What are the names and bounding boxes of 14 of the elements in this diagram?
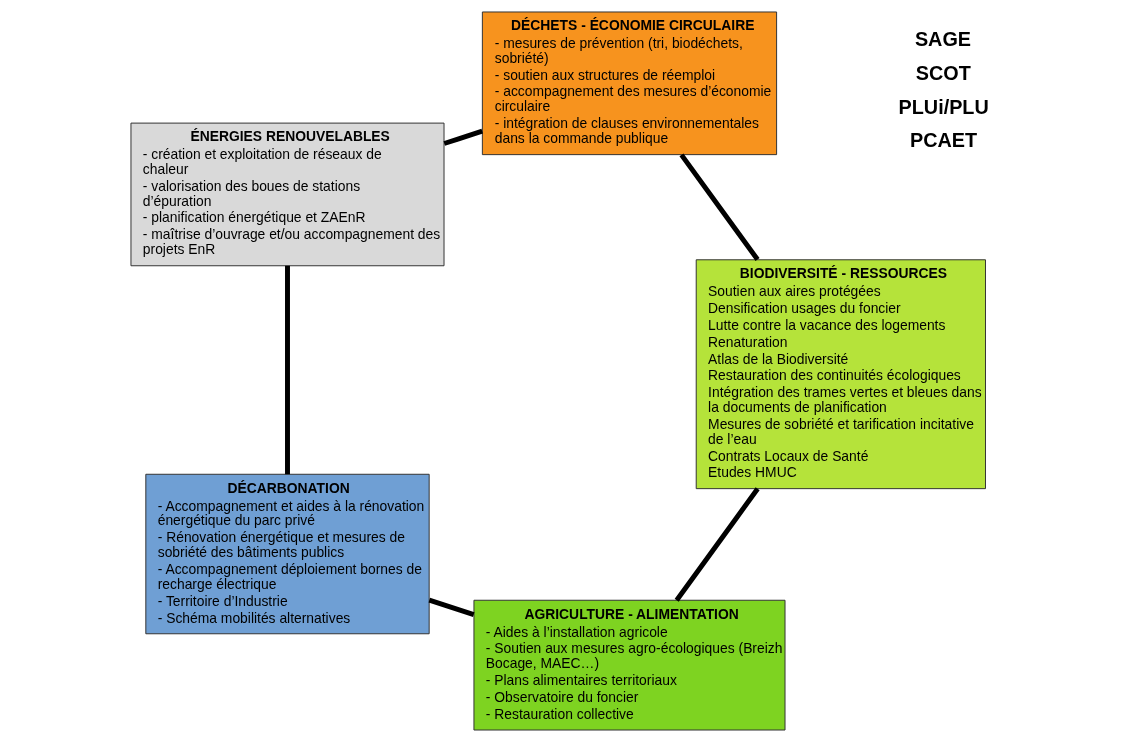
label: SCOT	[915, 61, 971, 84]
label: PCAET	[909, 129, 978, 152]
node-box: DÉCHETS - ÉCONOMIE CIRCULAIRE - mesures de prévention (tri, biodéchets, sobriété) - soutien aux structures de réemploi - accompagnement des mesures d’économie circulaire - intégration de clauses environnementales dans la commande publique	[481, 11, 778, 156]
connector	[679, 153, 760, 262]
label: SAGE	[914, 28, 971, 51]
node-box: DÉCARBONATION - Accompagnement et aides à la rénovation énergétique du parc privé - Rénovation énergétique et mesures de sobriété des bâtiments publics - Accompagnement déploiement bornes de recharge électrique - Territoire d’Industrie - Schéma mobilités alternatives	[145, 473, 430, 635]
node-box: ÉNERGIES RENOUVELABLES - création et exploitation de réseaux de chaleur - valorisation des boues de stations d’épuration - planification énergétique et ZAEnR - maîtrise d’ouvrage et/ou accompagnement des projets EnR	[130, 122, 445, 267]
connector	[443, 128, 483, 146]
connector	[285, 265, 290, 475]
connector	[428, 597, 475, 617]
node-box: AGRICULTURE - ALIMENTATION - Aides à l’installation agricole - Soutien aux mesures agro-écologiques (Breizh Bocage, MAEC…) - Plans alimentaires territoriaux - Observatoire du foncier - Restauration collective	[473, 599, 786, 731]
node-box: BIODIVERSITÉ - RESSOURCES Soutien aux aires protégées Densification usages du foncier Lutte contre la vacance des logements Renaturation Atlas de la Biodiversité Restauration des continuités écologiques Intégration des trames vertes et bleues dans la documents de planification Mesures de sobriété et tarification incitative de l’eau Contrats Locaux de Santé Etudes HMUC	[695, 259, 986, 490]
label: PLUi/PLU	[898, 95, 989, 118]
connector	[674, 487, 760, 602]
